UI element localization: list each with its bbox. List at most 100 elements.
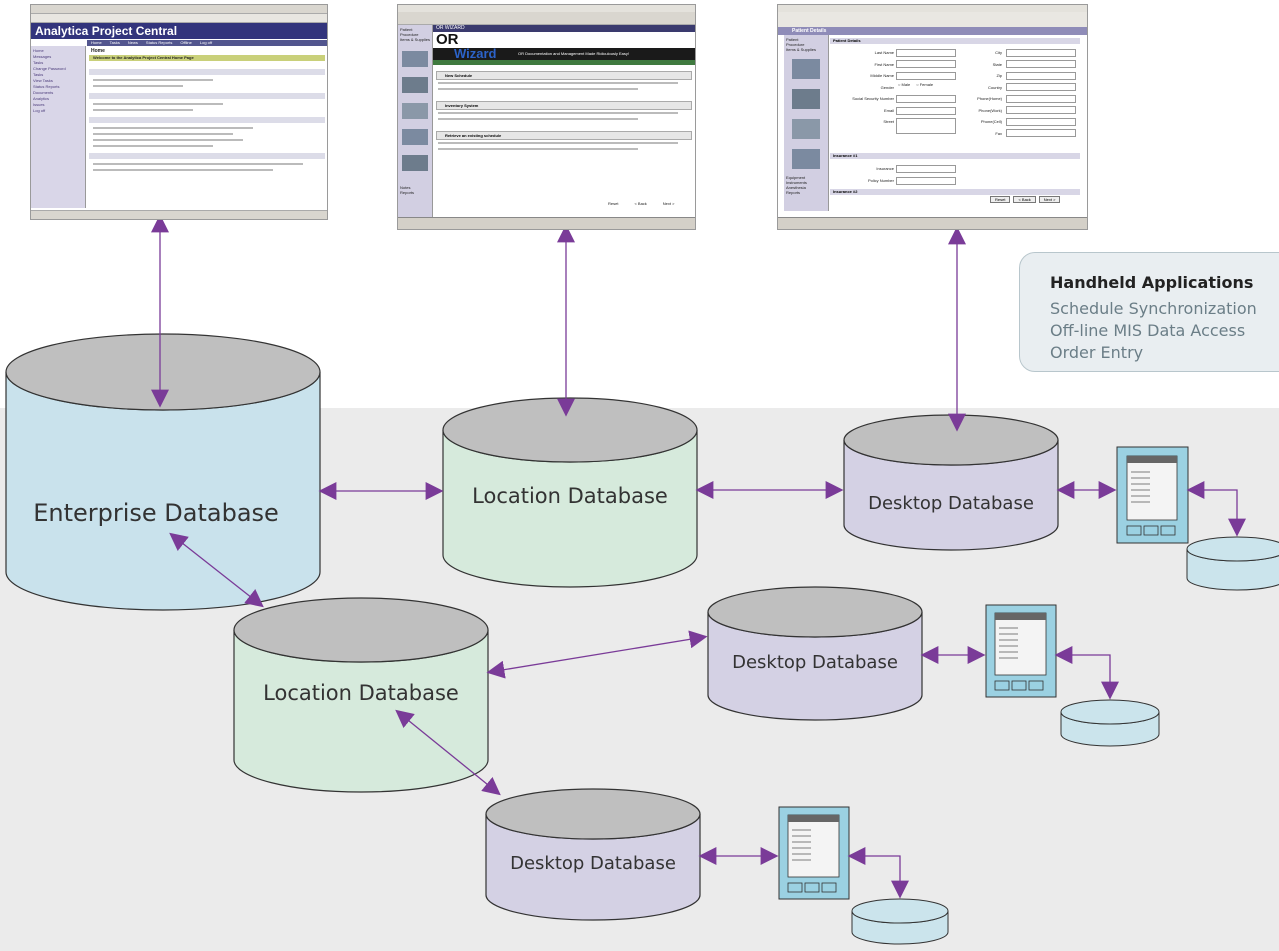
tab-bar: Home Tasks News Status Reports Offline L… [87, 40, 327, 46]
field-label: City [995, 50, 1002, 55]
side-item[interactable]: Procedure [400, 32, 419, 37]
next-button[interactable]: Next > [662, 201, 675, 206]
header-bar [778, 27, 1087, 35]
ssn-field[interactable] [896, 95, 956, 103]
reset-button[interactable]: Reset [990, 196, 1011, 203]
desktop-database-3-label: Desktop Database [510, 853, 676, 874]
side-item[interactable]: Equipment [786, 175, 806, 180]
nav-item[interactable]: Messages [33, 54, 52, 59]
arrow-location-lower-desktop2 [486, 630, 708, 679]
side-item[interactable]: Anesthesia [786, 185, 806, 190]
enterprise-database-label: Enterprise Database [33, 499, 279, 527]
country-field[interactable] [1006, 83, 1076, 91]
nav-item[interactable]: Home [33, 48, 44, 53]
field-label: Phone(Home) [977, 96, 1002, 101]
side-item[interactable]: Patient [400, 27, 413, 32]
zip-field[interactable] [1006, 72, 1076, 80]
handheld-database-2-icon [1060, 699, 1160, 747]
nav-item[interactable]: Tasks [33, 72, 44, 77]
nav-item[interactable]: Tasks [33, 60, 44, 65]
tab-status-reports[interactable]: Status Reports [145, 40, 173, 45]
side-panel: Patient Procedure Items & Supplies Equip… [784, 35, 829, 211]
desktop-database-2-label: Desktop Database [732, 652, 898, 673]
handheld-item-offline-mis: Off-line MIS Data Access [1050, 321, 1246, 340]
side-item[interactable]: Procedure [786, 42, 805, 47]
arrow-device1-handheld-db1 [1186, 481, 1246, 537]
email-field[interactable] [896, 107, 956, 115]
handheld-device-3-icon [778, 806, 850, 900]
desktop-database-1-cylinder [843, 414, 1059, 551]
window-title: OR WIZARD [436, 25, 465, 31]
section-insurance-1 [830, 153, 1080, 159]
desktop-database-1-label: Desktop Database [868, 493, 1034, 514]
enterprise-database-cylinder [5, 333, 321, 611]
section-inventory-system[interactable]: Inventory System [436, 101, 692, 110]
handheld-database-3-icon [851, 898, 949, 945]
nav-item[interactable]: Status Reports [33, 84, 60, 89]
middle-name-field[interactable] [896, 72, 956, 80]
nav-item[interactable]: Documents [33, 90, 54, 95]
tab-news[interactable]: News [127, 40, 138, 45]
side-item[interactable]: Reports [400, 190, 415, 195]
handheld-applications-callout: Handheld Applications Schedule Synchroni… [1019, 252, 1279, 372]
gender-female-radio[interactable]: ○ Female [916, 82, 934, 87]
side-item[interactable]: Patient [786, 37, 799, 42]
nav-item[interactable]: Issues [33, 102, 45, 107]
field-label: Street [883, 119, 894, 124]
taskbar [398, 217, 695, 229]
first-name-field[interactable] [896, 60, 956, 68]
insurance-1-title: Insurance #1 [833, 153, 858, 158]
section-new-schedule[interactable]: New Schedule [436, 71, 692, 80]
field-label: Gender [880, 84, 894, 90]
next-button[interactable]: Next > [1038, 196, 1061, 203]
handheld-applications-title: Handheld Applications [1050, 273, 1254, 292]
banner-bar [433, 48, 695, 60]
fax-field[interactable] [1006, 129, 1076, 137]
reset-button[interactable]: Reset [608, 201, 619, 206]
tab-log-off[interactable]: Log off [199, 40, 213, 45]
last-name-field[interactable] [896, 49, 956, 57]
phone-work-field[interactable] [1006, 106, 1076, 114]
state-field[interactable] [1006, 60, 1076, 68]
insurance-field[interactable] [896, 165, 956, 173]
banner-or: OR [436, 31, 459, 48]
field-label: Email [883, 107, 894, 113]
street-field[interactable] [896, 118, 956, 134]
section-patient-details [830, 38, 1080, 44]
arrow-location-lower-desktop3 [395, 709, 501, 796]
side-item[interactable]: Notes [400, 185, 411, 190]
app-header [31, 23, 327, 39]
nav-item[interactable]: Log off [33, 108, 46, 113]
arrow-enterprise-location-lower [169, 532, 264, 608]
policy-number-field[interactable] [896, 177, 956, 185]
handheld-item-schedule-sync: Schedule Synchronization [1050, 299, 1257, 318]
arrow-device2-handheld-db2 [1054, 646, 1119, 700]
side-item[interactable]: Items & Supplies [786, 47, 817, 52]
side-item[interactable]: Items & Supplies [400, 37, 431, 42]
nav-item[interactable]: Analytics [33, 96, 50, 101]
side-item[interactable]: Reports [786, 190, 801, 195]
handheld-device-1-icon [1116, 446, 1189, 544]
field-label: Country [987, 84, 1002, 90]
desktop-database-2-cylinder [707, 586, 923, 721]
section-insurance-2 [830, 189, 1080, 195]
title-bar [433, 25, 695, 32]
side-item[interactable]: Instruments [786, 180, 807, 185]
field-label: Phone(Cell) [980, 119, 1002, 124]
back-button[interactable]: < Back [634, 201, 647, 206]
city-field[interactable] [1006, 49, 1076, 57]
field-label: Insurance [876, 166, 894, 171]
gender-male-radio[interactable]: ○ Male [898, 82, 911, 87]
phone-cell-field[interactable] [1006, 118, 1076, 126]
tab-home[interactable]: Home [91, 40, 102, 45]
tab-offline[interactable]: Offline [180, 40, 192, 45]
back-button[interactable]: < Back [1013, 196, 1036, 203]
nav-item[interactable]: Change Password [33, 66, 66, 71]
left-nav: Home Messages Tasks Change Password Task… [31, 46, 86, 208]
field-label: Zip [996, 73, 1002, 78]
field-label: Last Name [874, 50, 894, 55]
phone-home-field[interactable] [1006, 95, 1076, 103]
tab-tasks[interactable]: Tasks [109, 40, 120, 45]
section-retrieve-schedule[interactable]: Retrieve an existing schedule [436, 131, 692, 140]
nav-item[interactable]: View Tasks [33, 78, 53, 83]
